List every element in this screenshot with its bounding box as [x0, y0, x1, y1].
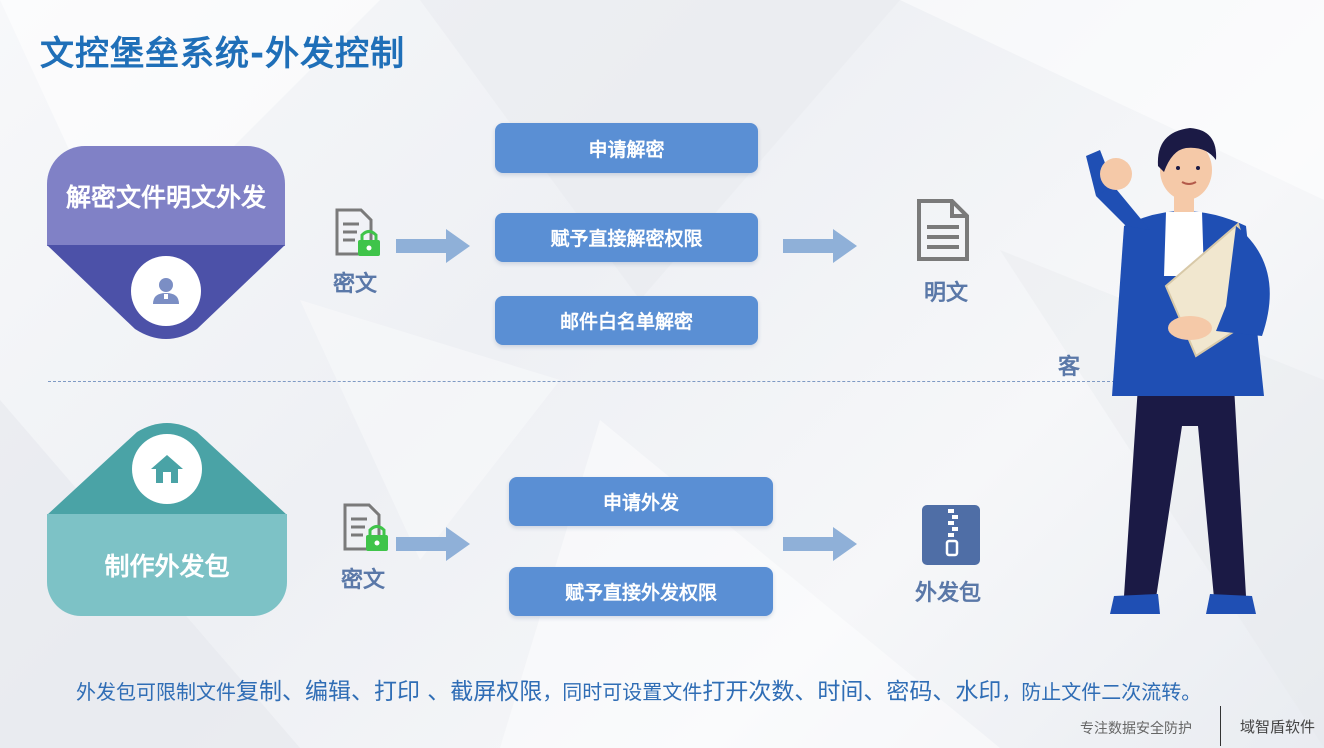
outgoing-package-label: 外发包	[915, 581, 982, 606]
feature-description: 外发包可限制文件复制、编辑、打印 、截屏权限，同时可设置文件打开次数、时间、密码…	[76, 672, 1201, 706]
locked-document-icon	[335, 208, 380, 256]
card-label: 制作外发包	[47, 514, 287, 616]
section-divider	[48, 381, 1120, 382]
option-grant-decrypt-permission: 赋予直接解密权限	[495, 213, 758, 262]
option-grant-outgoing-permission: 赋予直接外发权限	[509, 567, 773, 616]
decrypt-plaintext-card: 解密文件明文外发	[47, 146, 285, 340]
description-highlight: 打开次数、时间、密码、水印	[702, 679, 1002, 705]
ciphertext-label: 密文	[341, 568, 386, 593]
customer-illustration	[1086, 128, 1270, 614]
document-icon	[917, 199, 969, 261]
description-part: ，防止文件二次流转。	[1001, 680, 1202, 704]
option-request-outgoing: 申请外发	[509, 477, 773, 526]
zip-file-icon	[922, 505, 980, 565]
home-icon-badge	[132, 434, 202, 504]
ciphertext-label: 密文	[333, 272, 378, 297]
make-outgoing-package-card: 制作外发包	[47, 420, 287, 616]
home-icon	[151, 455, 183, 483]
option-request-decrypt: 申请解密	[495, 123, 758, 173]
arrow-right-icon	[783, 229, 857, 263]
description-highlight: 复制、编辑、打印 、截屏权限	[236, 679, 543, 705]
description-part: ，同时可设置文件	[542, 680, 703, 704]
page-title: 文控堡垒系统-外发控制	[40, 34, 406, 74]
arrow-right-icon	[396, 229, 470, 263]
arrow-right-icon	[783, 527, 857, 561]
option-email-whitelist-decrypt: 邮件白名单解密	[495, 296, 758, 345]
description-part: 外发包可限制文件	[76, 680, 236, 704]
plaintext-label: 明文	[924, 281, 969, 306]
footer-tagline: 专注数据安全防护	[1080, 721, 1192, 737]
footer-separator	[1220, 706, 1221, 746]
card-label: 解密文件明文外发	[47, 146, 285, 246]
locked-document-icon	[343, 503, 388, 551]
user-icon-badge	[131, 256, 201, 326]
user-icon	[153, 278, 179, 304]
footer-brand: 域智盾软件	[1240, 718, 1316, 736]
arrow-right-icon	[396, 527, 470, 561]
